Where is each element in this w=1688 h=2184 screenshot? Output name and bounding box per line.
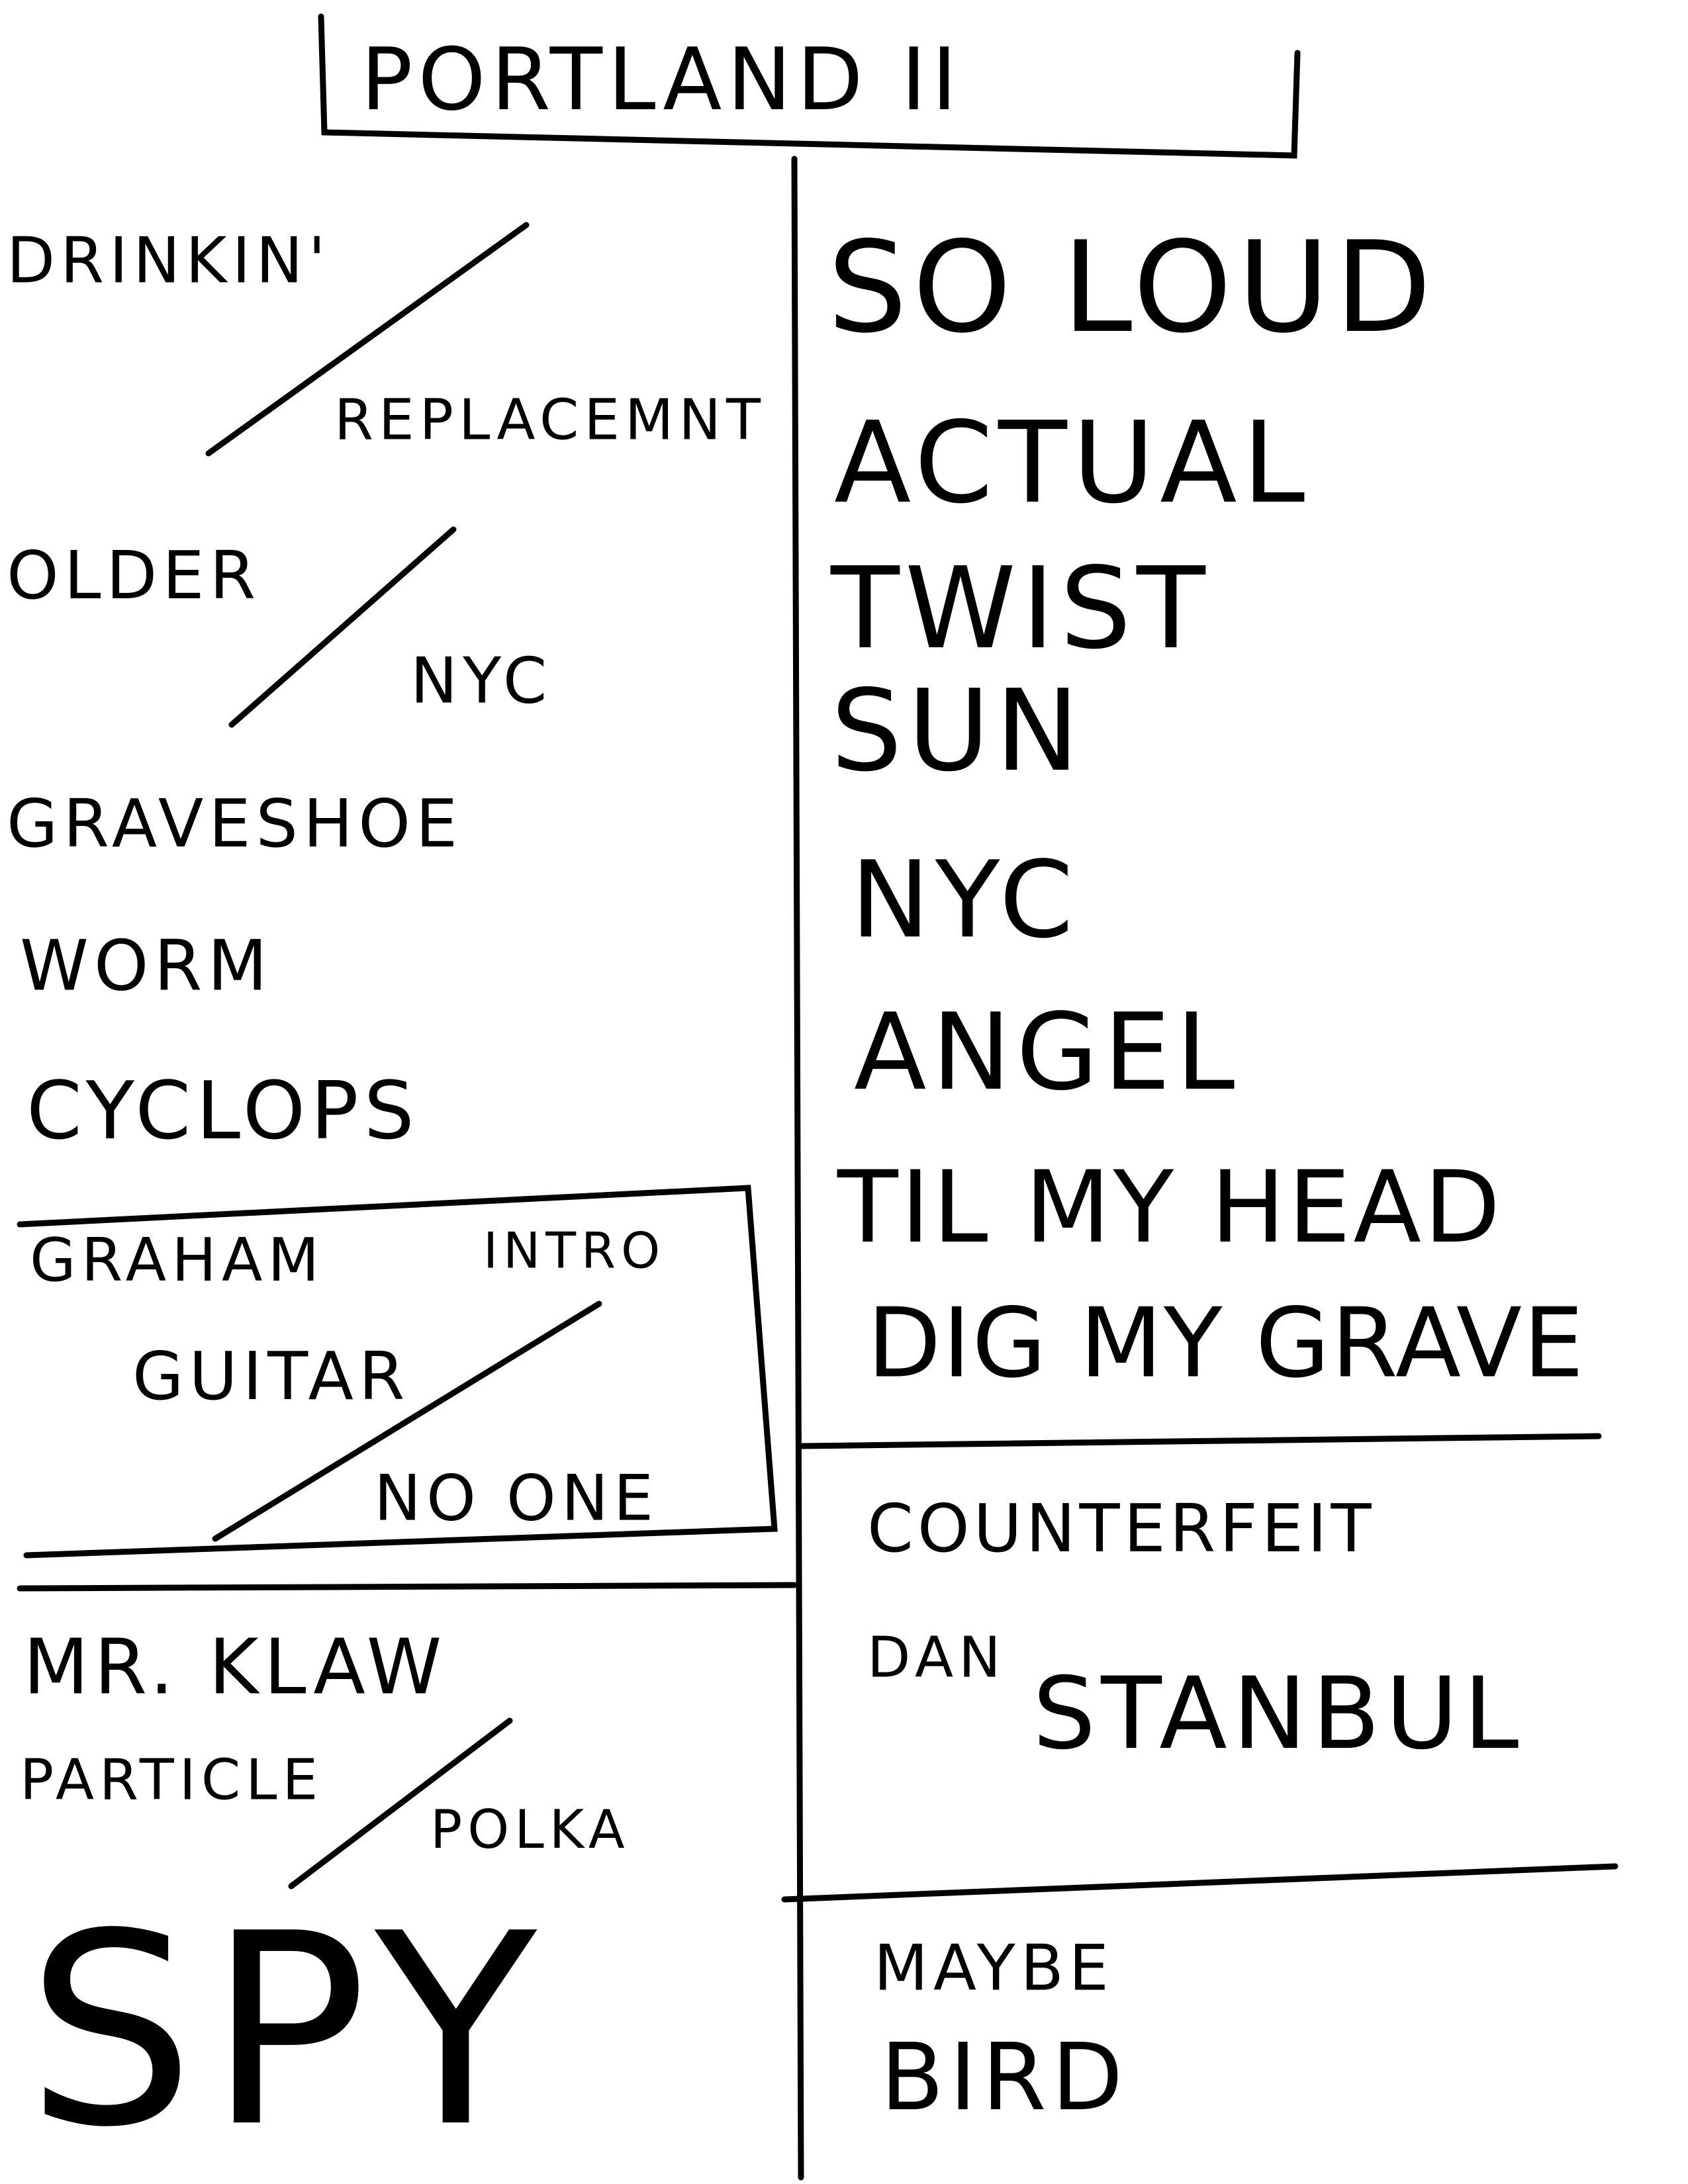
strike-older: [228, 526, 457, 728]
song-spy: SPY: [26, 1878, 550, 2184]
note-guitar: GUITAR: [132, 1338, 410, 1415]
divider-encore1: [798, 1433, 1602, 1449]
song-worm: WORM: [20, 925, 273, 1007]
song-counterfeit: COUNTERFEIT: [867, 1490, 1376, 1567]
song-nyc-left: NYC: [410, 645, 553, 718]
strike-drinkin: [205, 222, 530, 457]
song-dan: DAN: [867, 1625, 1006, 1691]
note-intro: INTRO: [483, 1221, 666, 1280]
song-stanbul: STANBUL: [1033, 1657, 1524, 1772]
song-drinkin: DRINKIN': [7, 224, 331, 298]
center-divider: [791, 156, 804, 2181]
note-graham: GRAHAM: [30, 1226, 325, 1295]
song-actual: ACTUAL: [834, 398, 1311, 529]
setlist-title: PORTLAND II: [361, 29, 962, 130]
song-bird: BIRD: [880, 2024, 1129, 2132]
graham-box: [17, 1185, 778, 1559]
strike-guitar: [212, 1300, 602, 1542]
song-dig-my-grave: DIG MY GRAVE: [867, 1287, 1585, 1400]
strike-particle: [288, 1717, 513, 1889]
song-sun: SUN: [831, 666, 1085, 797]
song-cyclops: CYCLOPS: [26, 1066, 420, 1158]
divider-after-box: [17, 1582, 798, 1592]
song-til-my-head: TIL MY HEAD: [837, 1150, 1503, 1265]
song-older: OLDER: [7, 537, 261, 614]
song-graveshoe: GRAVESHOE: [7, 785, 463, 862]
song-mr-klaw: MR. KLAW: [23, 1623, 447, 1712]
song-polka: POLKA: [430, 1799, 630, 1860]
song-angel: ANGEL: [854, 990, 1241, 1114]
song-no-one: NO ONE: [374, 1462, 659, 1535]
song-twist: TWIST: [831, 543, 1211, 674]
title-box: [318, 13, 1301, 159]
song-particle: PARTICLE: [20, 1747, 324, 1813]
song-replacement: REPLACEMNT: [334, 387, 766, 453]
song-so-loud: SO LOUD: [827, 214, 1437, 361]
song-nyc: NYC: [851, 838, 1079, 962]
divider-encore2: [781, 1863, 1618, 1903]
song-maybe: MAYBE: [874, 1932, 1114, 2005]
